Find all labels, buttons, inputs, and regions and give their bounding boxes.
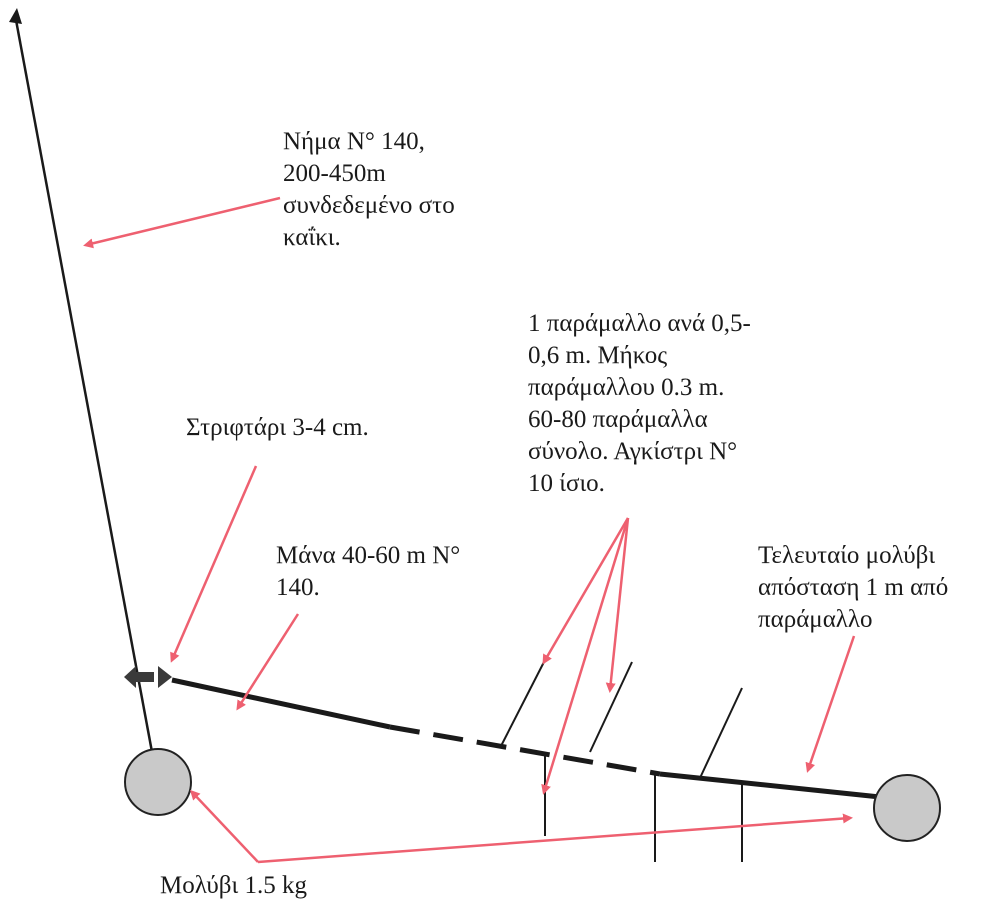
main-line-label-line: 140. (276, 574, 320, 601)
thread-top-arrow-icon (9, 8, 22, 24)
snood-label-line: 10 ίσιο. (528, 470, 605, 497)
last-sinker-label-line: Τελευταίο μολύβι (758, 542, 936, 569)
thread-label-line: συνδεδεμένο στο (283, 192, 455, 219)
arrow-last-sinker (805, 635, 856, 773)
thread-line (14, 19, 154, 753)
double-headed-arrow-icon (124, 666, 172, 688)
main-line-solid-1 (171, 677, 391, 730)
arrow-snood-c (605, 517, 630, 693)
snood-label-line: 60-80 παράμαλλα (528, 406, 708, 433)
arrow-thread (83, 196, 281, 249)
last-sinker-label-line: απόσταση 1 m από (758, 574, 949, 601)
snood-label-line: 0,6 m. Μήκος (528, 342, 668, 369)
main-line-solid-2 (659, 771, 881, 800)
snood-label-line: 1 παράμαλλο ανά 0,5- (528, 310, 751, 337)
snood-label-line: παράμαλλου 0.3 m. (528, 374, 725, 401)
arrow-mainline (236, 613, 300, 711)
arrow-swivel (170, 465, 258, 663)
arrow-snood-b (541, 517, 630, 795)
thread-label-line: καΐκι. (283, 224, 341, 251)
last-sinker-label-line: παράμαλλο (758, 606, 873, 633)
sinker-label: Μολύβι 1.5 kg (160, 872, 307, 899)
swivel-label: Στριφτάρι 3-4 cm. (186, 414, 369, 441)
snood-3 (699, 687, 743, 779)
main-line-label: Μάνα 40-60 m Ν° 140. (276, 540, 460, 604)
arrow-sinker-left (189, 789, 259, 863)
snood-2 (589, 661, 633, 753)
last-sinker-label: Τελευταίο μολύβι απόσταση 1 m από παράμα… (758, 540, 948, 636)
thread-label-line: Νήμα Ν° 140, (283, 128, 425, 155)
arrow-snood-a (542, 517, 630, 665)
snood-1 (499, 657, 547, 749)
sinker-right (873, 774, 941, 842)
arrow-sinker-right (257, 813, 853, 864)
main-line-label-line: Μάνα 40-60 m Ν° (276, 542, 461, 569)
thread-label: Νήμα Ν° 140, 200-450m συνδεδεμένο στο κα… (283, 126, 455, 254)
sinker-left (124, 748, 192, 816)
main-line-dashed (389, 724, 661, 777)
snood-label: 1 παράμαλλο ανά 0,5- 0,6 m. Μήκος παράμα… (528, 308, 751, 500)
thread-label-line: 200-450m (283, 160, 386, 187)
snood-label-line: σύνολο. Αγκίστρι Ν° (528, 438, 738, 465)
